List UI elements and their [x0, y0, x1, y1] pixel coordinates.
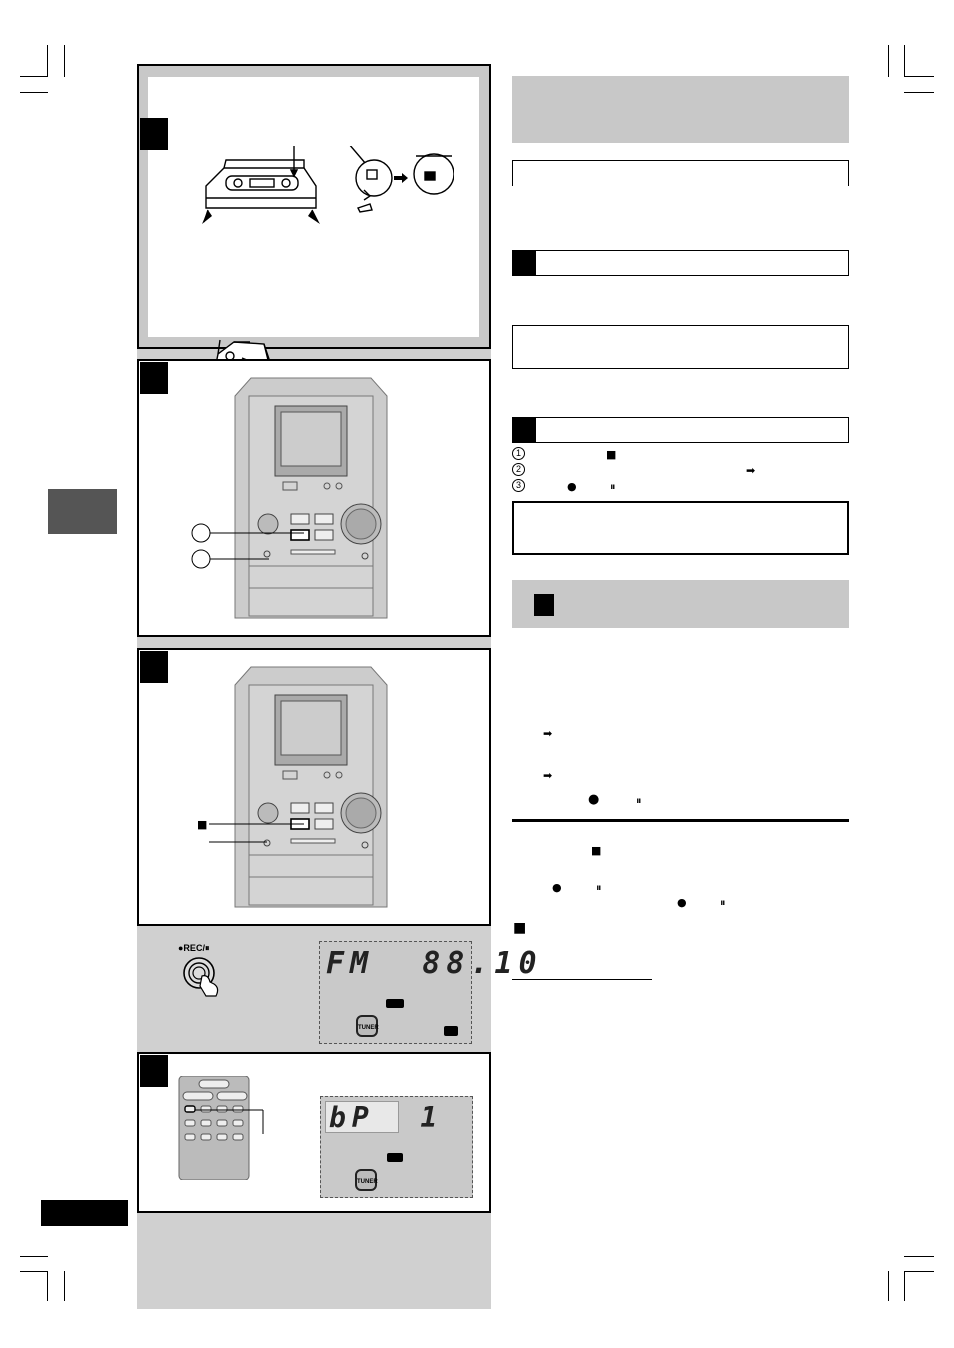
tuner-badge: TUNER	[355, 1169, 378, 1191]
callout-lines	[209, 823, 304, 843]
crop-mark	[904, 1271, 905, 1301]
remote-control-drawing	[178, 1076, 250, 1180]
step-marker	[140, 362, 168, 394]
section-header-box	[512, 76, 849, 143]
unit-panel-1	[137, 359, 491, 637]
step-marker	[140, 118, 168, 150]
crop-mark	[888, 45, 889, 77]
section-marker	[534, 594, 554, 616]
arrow-symbol: ➡	[746, 464, 756, 477]
divider	[512, 819, 849, 822]
step-number: 2	[512, 463, 525, 476]
rec-pause-button[interactable]	[182, 956, 228, 1002]
crop-mark	[20, 1256, 48, 1257]
callout-lines	[191, 523, 304, 569]
subheading-marker	[513, 251, 536, 275]
pause-symbol: ⏸	[636, 794, 642, 807]
crop-mark	[904, 1271, 934, 1272]
stereo-unit-drawing	[231, 376, 391, 626]
record-symbol: ●	[552, 881, 562, 894]
display-indicator	[386, 999, 404, 1008]
stereo-unit-drawing	[231, 665, 391, 915]
pause-symbol: ⏸	[596, 881, 602, 894]
step-number: 1	[512, 447, 525, 460]
step-marker	[140, 1055, 168, 1087]
display-2: bP 1 TUNER	[320, 1096, 473, 1198]
unit-panel-2: ■	[137, 648, 491, 926]
subheading-bar-1	[512, 250, 849, 276]
crop-mark	[20, 76, 48, 77]
arrow-symbol: ➡	[543, 769, 553, 782]
cassette-panel	[137, 64, 491, 383]
section-header-box-2	[512, 580, 849, 628]
display-1-text: FM 88.10	[326, 946, 543, 981]
remote-panel: bP 1 TUNER	[137, 1052, 491, 1213]
stop-symbol: ■	[591, 844, 602, 857]
crop-mark	[904, 45, 905, 77]
record-symbol: ●	[588, 792, 600, 807]
crop-mark	[904, 92, 934, 93]
crop-mark	[64, 1271, 65, 1301]
display-2-text: bP 1	[329, 1101, 444, 1134]
subheading-marker	[513, 418, 536, 442]
stop-symbol: ■	[197, 818, 208, 831]
record-symbol: ●	[677, 896, 687, 909]
crop-mark	[47, 45, 48, 77]
crop-mark	[904, 76, 934, 77]
pause-symbol: ⏸	[720, 896, 726, 909]
crop-mark	[888, 1271, 889, 1301]
display-1: FM 88.10 TUNER	[319, 941, 537, 1044]
stop-symbol: ■	[606, 448, 617, 461]
chapter-side-tab	[48, 489, 117, 534]
tuner-badge: TUNER	[356, 1015, 379, 1037]
rec-pause-label: ●REC/⏸	[178, 943, 210, 953]
crop-mark	[20, 1271, 48, 1272]
step-number: 3	[512, 479, 525, 492]
note-box-1	[512, 325, 849, 369]
subheading-bar-2	[512, 417, 849, 443]
record-symbol: ●	[567, 480, 577, 493]
note-frame-top	[512, 160, 849, 186]
note-box-2	[512, 501, 849, 555]
pause-symbol: ⏸	[610, 480, 616, 493]
crop-mark	[20, 92, 48, 93]
display-indicator	[444, 1026, 458, 1036]
stop-symbol: ■	[513, 920, 527, 936]
display-2-window	[325, 1101, 399, 1133]
callout-line	[195, 1109, 264, 1134]
display-indicator	[387, 1153, 403, 1162]
short-divider	[512, 979, 652, 980]
step-marker	[140, 651, 168, 683]
crop-mark	[904, 1256, 934, 1257]
arrow-symbol: ➡	[543, 727, 553, 740]
crop-mark	[47, 1271, 48, 1301]
crop-mark	[64, 45, 65, 77]
page-number-tab	[41, 1200, 128, 1226]
